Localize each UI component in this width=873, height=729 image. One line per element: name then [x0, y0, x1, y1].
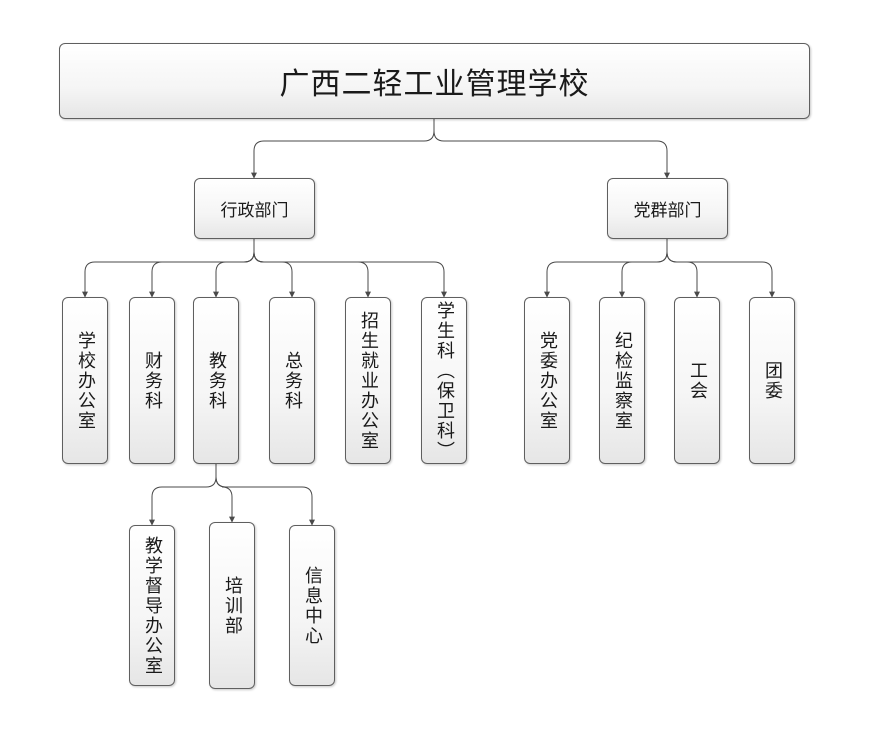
- group-label: 行政部门: [220, 201, 289, 221]
- unit-node: 工会: [674, 297, 720, 464]
- unit-label: 工会: [687, 360, 708, 401]
- connector-dq-2: [619, 239, 668, 298]
- connector-xz-4: [253, 239, 295, 298]
- connector-jw-2: [215, 464, 235, 523]
- unit-node: 财务科: [129, 297, 175, 464]
- connector-xz-3: [213, 239, 255, 298]
- unit-label: 学校办公室: [75, 330, 96, 431]
- unit-node: 党委办公室: [524, 297, 570, 464]
- connector-dq-3: [666, 239, 700, 298]
- unit-label: 党委办公室: [537, 330, 558, 431]
- unit-label: 教学督导办公室: [142, 535, 163, 676]
- connector-xz-6: [253, 239, 447, 298]
- unit-node: 学校办公室: [62, 297, 108, 464]
- connector-jw-3: [215, 464, 315, 526]
- connector-school-to-xingzheng: [251, 119, 435, 179]
- group-node-xingzheng: 行政部门: [194, 178, 315, 239]
- unit-node: 招生就业办公室: [345, 297, 391, 464]
- unit-label: 信息中心: [302, 565, 323, 646]
- sub-unit-node: 培训部: [209, 522, 255, 689]
- unit-label: 教务科: [206, 350, 227, 411]
- unit-label: 培训部: [222, 575, 243, 636]
- connector-xz-1: [82, 239, 255, 298]
- school-node: 广西二轻工业管理学校: [59, 43, 810, 119]
- unit-node-jiaowu: 教务科: [193, 297, 239, 464]
- unit-label: 总务科: [282, 350, 303, 411]
- connector-school-to-dangqun: [433, 119, 670, 179]
- unit-label: 纪检监察室: [612, 330, 633, 431]
- connector-dq-1: [544, 239, 668, 298]
- unit-node: 团委: [749, 297, 795, 464]
- group-node-dangqun: 党群部门: [607, 178, 728, 239]
- unit-node: 纪检监察室: [599, 297, 645, 464]
- unit-label: 团委: [762, 360, 783, 401]
- sub-unit-node: 教学督导办公室: [129, 525, 175, 686]
- connector-xz-5: [253, 239, 371, 298]
- unit-node: 总务科: [269, 297, 315, 464]
- connector-dq-4: [666, 239, 775, 298]
- unit-label: 学生科（保卫科）: [434, 300, 455, 461]
- connector-xz-2: [149, 239, 255, 298]
- unit-node: 学生科（保卫科）: [421, 297, 467, 464]
- school-title: 广西二轻工业管理学校: [279, 67, 590, 102]
- group-label: 党群部门: [633, 201, 702, 221]
- unit-label: 招生就业办公室: [358, 310, 379, 451]
- connector-jw-1: [149, 464, 217, 526]
- sub-unit-node: 信息中心: [289, 525, 335, 686]
- unit-label: 财务科: [142, 350, 163, 411]
